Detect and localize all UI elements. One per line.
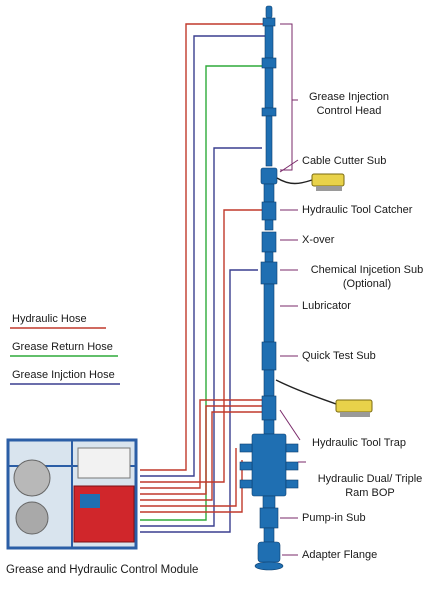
hand-pump-bottom bbox=[275, 379, 373, 417]
hose-lines bbox=[140, 23, 268, 533]
hydraulic-hose-top bbox=[140, 23, 268, 471]
label-line: Chemical Injcetion Sub bbox=[310, 264, 424, 276]
label-brackets bbox=[279, 23, 306, 556]
legend-label-hydraulic: Hydraulic Hose bbox=[12, 313, 87, 325]
label-quick-test-sub: Quick Test Sub bbox=[302, 350, 376, 362]
label-x-over: X-over bbox=[302, 234, 335, 246]
hydraulic-hose-bop-2 bbox=[140, 448, 237, 507]
label-hydraulic-tool-catcher: Hydraulic Tool Catcher bbox=[302, 204, 413, 216]
label-line: Ram BOP bbox=[345, 487, 395, 499]
hydraulic-hose-trap-2 bbox=[140, 405, 262, 495]
label-line: Control Head bbox=[316, 105, 382, 117]
label-adapter-flange: Adapter Flange bbox=[302, 549, 378, 561]
legend-label-grease-return: Grease Return Hose bbox=[12, 341, 113, 353]
grease-injection-hose-mid bbox=[140, 147, 262, 527]
label-chemical-injection-sub: Chemical Injcetion Sub (Optional) bbox=[300, 263, 434, 291]
module-caption: Grease and Hydraulic Control Module bbox=[6, 564, 199, 576]
grease-return-hose bbox=[140, 65, 268, 521]
legend bbox=[10, 327, 120, 385]
label-lubricator: Lubricator bbox=[302, 300, 351, 312]
hydraulic-hose-trap-1 bbox=[140, 399, 262, 489]
hand-pump-top bbox=[276, 173, 345, 191]
label-line: Grease Injection bbox=[308, 91, 390, 103]
grease-injection-hose-chem bbox=[140, 269, 258, 533]
pressure-control-string bbox=[239, 5, 299, 571]
hydraulic-hose-catcher bbox=[140, 209, 264, 483]
label-hydraulic-tool-trap: Hydraulic Tool Trap bbox=[312, 437, 406, 449]
label-line: Hydraulic Dual/ Triple bbox=[317, 473, 423, 485]
label-line: (Optional) bbox=[342, 278, 392, 290]
label-cable-cutter-sub: Cable Cutter Sub bbox=[302, 155, 387, 167]
grease-injection-hose-top bbox=[140, 35, 268, 477]
control-module bbox=[6, 438, 138, 550]
legend-label-grease-injection: Grease Injction Hose bbox=[12, 369, 115, 381]
label-pump-in-sub: Pump-in Sub bbox=[302, 512, 366, 524]
hydraulic-hose-bop-3 bbox=[140, 460, 243, 513]
hydraulic-hose-bop-1 bbox=[140, 411, 262, 501]
label-hydraulic-ram-bop: Hydraulic Dual/ Triple Ram BOP bbox=[306, 472, 434, 500]
label-grease-injection-control-head: Grease Injection Control Head bbox=[300, 90, 398, 118]
